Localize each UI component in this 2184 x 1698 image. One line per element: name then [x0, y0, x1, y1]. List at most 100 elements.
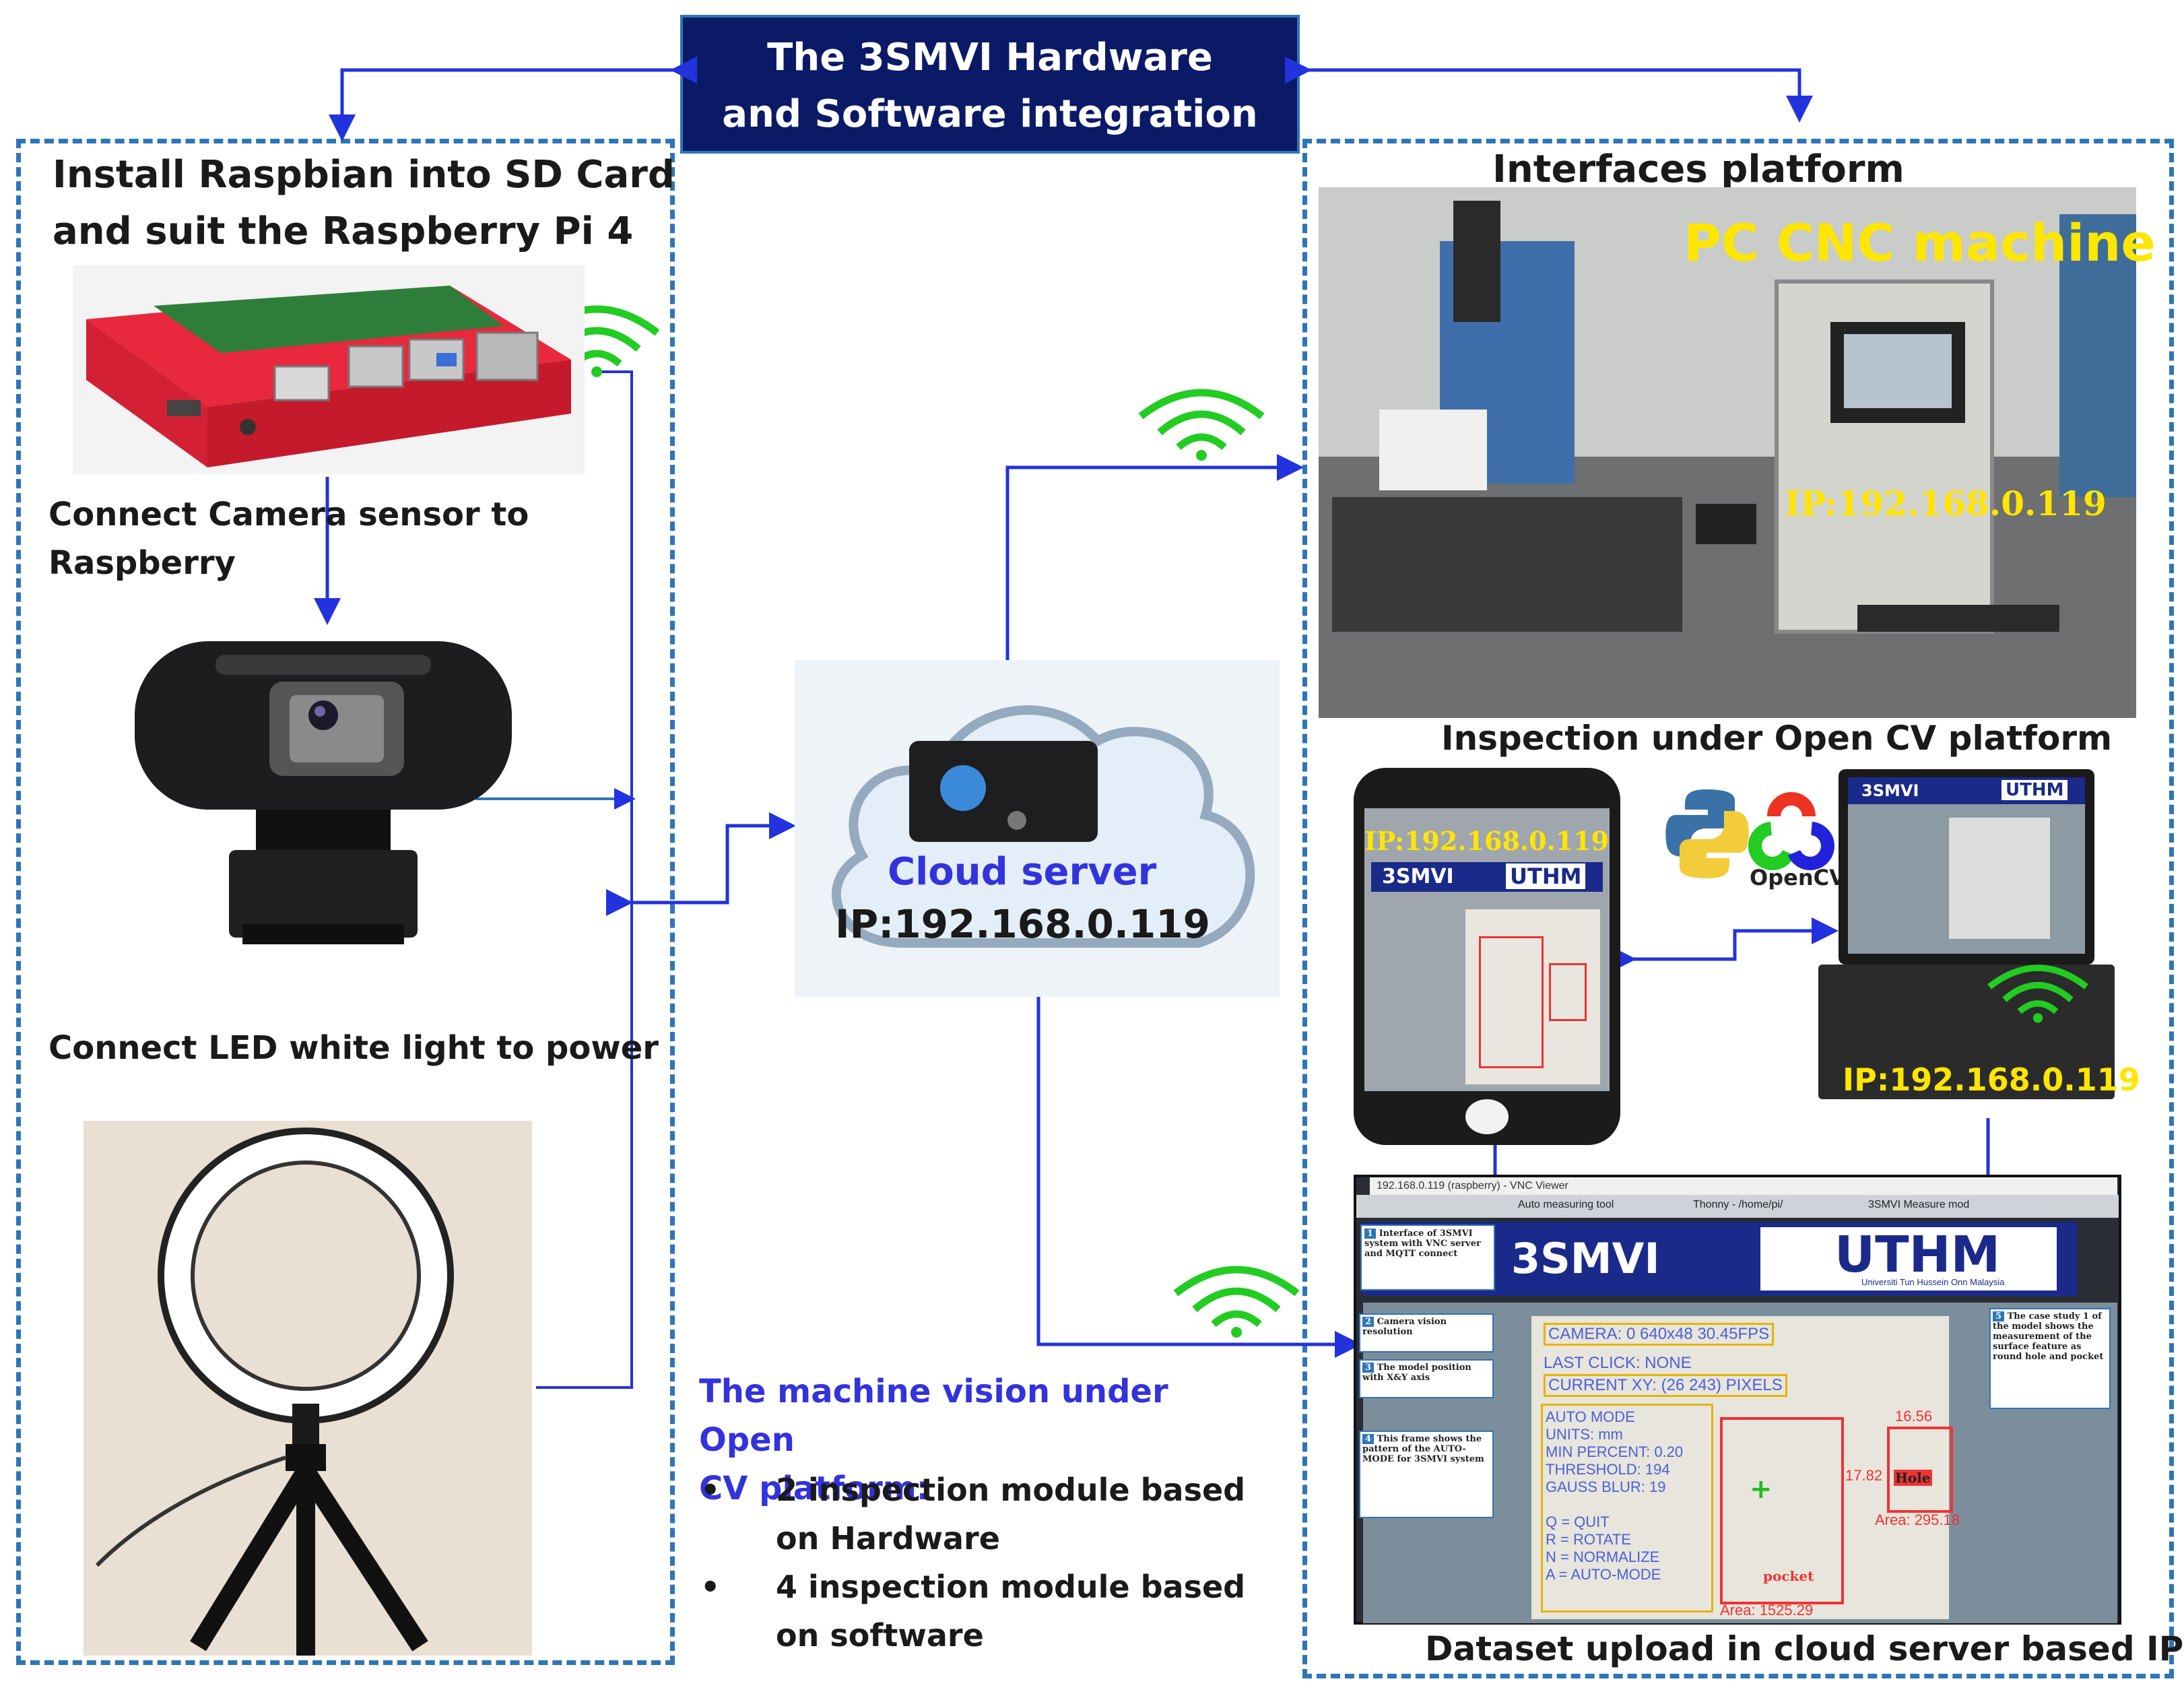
laptop-app-title: 3SMVI	[1861, 781, 1919, 800]
arrow-bus-to-cloud	[606, 812, 796, 916]
hole-dim-2: 17.82	[1845, 1467, 1883, 1484]
arrow-title-to-right	[1285, 57, 1813, 123]
note-5-text: The case study 1 of the model shows the …	[1993, 1311, 2104, 1362]
bullet-symbol: •	[700, 1472, 721, 1508]
mode-line: GAUSS BLUR: 19	[1546, 1478, 1666, 1495]
screen-app-title: 3SMVI	[1511, 1234, 1660, 1283]
camera-view: 2 Camera vision resolution 3 The model p…	[1359, 1303, 2117, 1623]
ring-light-image	[84, 1121, 532, 1656]
camera-label-line-1: Connect Camera sensor to	[48, 496, 529, 533]
cloud-ip: IP:192.168.0.119	[835, 901, 1210, 947]
bullet-symbol: •	[700, 1569, 721, 1605]
key-line: A = AUTO-MODE	[1546, 1566, 1661, 1583]
home-button[interactable]	[1465, 1099, 1509, 1134]
key-line: Q = QUIT	[1546, 1513, 1610, 1530]
camera-label-line-2: Raspberry	[48, 544, 236, 582]
note-3-num: 3	[1362, 1363, 1375, 1373]
laptop-ip: IP:192.168.0.119	[1843, 1062, 2140, 1098]
note-1: 1 Interface of 3SMVI system with VNC ser…	[1360, 1224, 1495, 1291]
right-heading: Interfaces platform	[1492, 148, 1905, 191]
arrow-phone-laptop	[1610, 917, 1839, 973]
workpiece	[1531, 1316, 1949, 1619]
bullet-item-1: 2 inspection module based on Hardware	[776, 1466, 1245, 1563]
led-label: Connect LED white light to power	[48, 1029, 659, 1067]
taskbar-tab[interactable]: 3SMVI Measure mod	[1868, 1199, 1970, 1210]
note-5: 5 The case study 1 of the model shows th…	[1989, 1308, 2111, 1409]
phone-ip: IP:192.168.0.119	[1364, 826, 1610, 856]
arrow-title-to-left	[329, 57, 697, 141]
phone-app-bar: 3SMVI UTHM	[1371, 862, 1603, 892]
note-5-num: 5	[1993, 1311, 2005, 1321]
bullet-item-2: 4 inspection module based on software	[776, 1563, 1245, 1660]
mode-line: MIN PERCENT: 0.20	[1546, 1443, 1684, 1460]
note-3: 3 The model position with X&Y axis	[1359, 1359, 1494, 1398]
note-4-num: 4	[1362, 1434, 1375, 1444]
mode-panel: AUTO MODE UNITS: mm MIN PERCENT: 0.20 TH…	[1541, 1404, 1713, 1612]
arrow-cloud-to-screen	[1036, 997, 1362, 1358]
line-pi-bus	[536, 370, 633, 1389]
hole-box: Hole	[1887, 1427, 1953, 1513]
laptop-display: 3SMVI UTHM	[1848, 777, 2085, 954]
mode-line: THRESHOLD: 194	[1546, 1461, 1670, 1478]
pocket-label: pocket	[1763, 1568, 1814, 1584]
vnc-title-bar: 192.168.0.119 (raspberry) - VNC Viewer	[1370, 1177, 2117, 1195]
arrow-cloud-to-cnc	[1005, 454, 1304, 705]
note-2-text: Camera vision resolution	[1362, 1317, 1447, 1337]
bullet-item-1-line-2: on Hardware	[776, 1520, 1000, 1557]
taskbar-tab[interactable]: Thonny - /home/pi/	[1693, 1199, 1783, 1210]
mode-line: AUTO MODE	[1546, 1408, 1635, 1425]
key-line: N = NORMALIZE	[1546, 1548, 1660, 1565]
phone-logo: UTHM	[1506, 863, 1586, 889]
note-3-text: The model position with X&Y axis	[1362, 1363, 1471, 1383]
vision-heading-line-2: CV platform:	[699, 1470, 929, 1507]
pocket-box: + pocket	[1720, 1417, 1844, 1604]
left-heading: Install Raspbian into SD Card and suit t…	[53, 147, 675, 260]
hole-label: Hole	[1894, 1470, 1932, 1486]
note-4: 4 This frame shows the pattern of the AU…	[1359, 1431, 1494, 1518]
vision-heading: The machine vision under Open CV platfor…	[699, 1367, 1265, 1513]
cnc-machine-photo	[1319, 187, 2136, 718]
title-line-2: and Software integration	[722, 92, 1258, 136]
bullet-item-2-line-1: 4 inspection module based	[776, 1569, 1246, 1605]
dataset-caption: Dataset upload in cloud server based IP	[1425, 1629, 2184, 1668]
opencv-logo-text: OpenCV	[1750, 865, 1846, 890]
title-box: The 3SMVI Hardware and Software integrat…	[680, 15, 1300, 154]
left-heading-line-2: and suit the Raspberry Pi 4	[53, 209, 634, 253]
mode-line: UNITS: mm	[1546, 1426, 1623, 1443]
vnc-screen: 192.168.0.119 (raspberry) - VNC Viewer A…	[1354, 1175, 2121, 1625]
note-2-num: 2	[1362, 1317, 1375, 1327]
note-4-text: This frame shows the pattern of the AUTO…	[1362, 1434, 1484, 1464]
laptop-keyboard	[1818, 965, 2115, 1099]
python-icon	[1665, 789, 1749, 878]
opencv-icon	[1748, 792, 1834, 870]
wifi-icon	[1987, 965, 2088, 1023]
screen-logo-box: UTHM Universiti Tun Hussein Onn Malaysia	[1760, 1226, 2057, 1291]
opencv-heading: Inspection under Open CV platform	[1441, 719, 2113, 758]
phone-app-title: 3SMVI	[1382, 865, 1454, 888]
taskbar-tab[interactable]: Auto measuring tool	[1518, 1199, 1614, 1210]
cloud-area	[795, 660, 1280, 997]
screen-logo: UTHM	[1834, 1226, 2001, 1284]
note-1-text: Interface of 3SMVI system with VNC serve…	[1364, 1229, 1481, 1259]
webcam-image	[121, 628, 525, 965]
phone-screen: 3SMVI UTHM IP:192.168.0.119	[1364, 808, 1610, 1091]
hole-area: Area: 295.18	[1875, 1511, 1960, 1528]
wifi-icon	[1138, 389, 1265, 461]
pocket-area: Area: 1525.29	[1720, 1602, 1814, 1619]
wifi-icon	[1173, 1266, 1300, 1338]
laptop-logo: UTHM	[2001, 780, 2068, 800]
taskbar: Auto measuring tool Thonny - /home/pi/ 3…	[1356, 1195, 2119, 1218]
cnc-title: PC CNC machine	[1684, 213, 2156, 273]
screen-header: 3SMVI UTHM Universiti Tun Hussein Onn Ma…	[1363, 1222, 2077, 1296]
note-2: 2 Camera vision resolution	[1359, 1313, 1494, 1352]
camera-line: CAMERA: 0 640x48 30.45FPS	[1544, 1323, 1775, 1346]
vision-heading-line-1: The machine vision under Open	[699, 1373, 1168, 1459]
last-click-line: LAST CLICK: NONE	[1544, 1354, 1692, 1372]
current-xy-line: CURRENT XY: (26 243) PIXELS	[1544, 1374, 1787, 1397]
note-1-num: 1	[1364, 1229, 1377, 1239]
key-line: R = ROTATE	[1546, 1531, 1631, 1548]
raspberry-pi-image	[73, 265, 585, 474]
cloud-label: Cloud server	[888, 850, 1157, 894]
laptop-screen: 3SMVI UTHM	[1839, 769, 2094, 965]
